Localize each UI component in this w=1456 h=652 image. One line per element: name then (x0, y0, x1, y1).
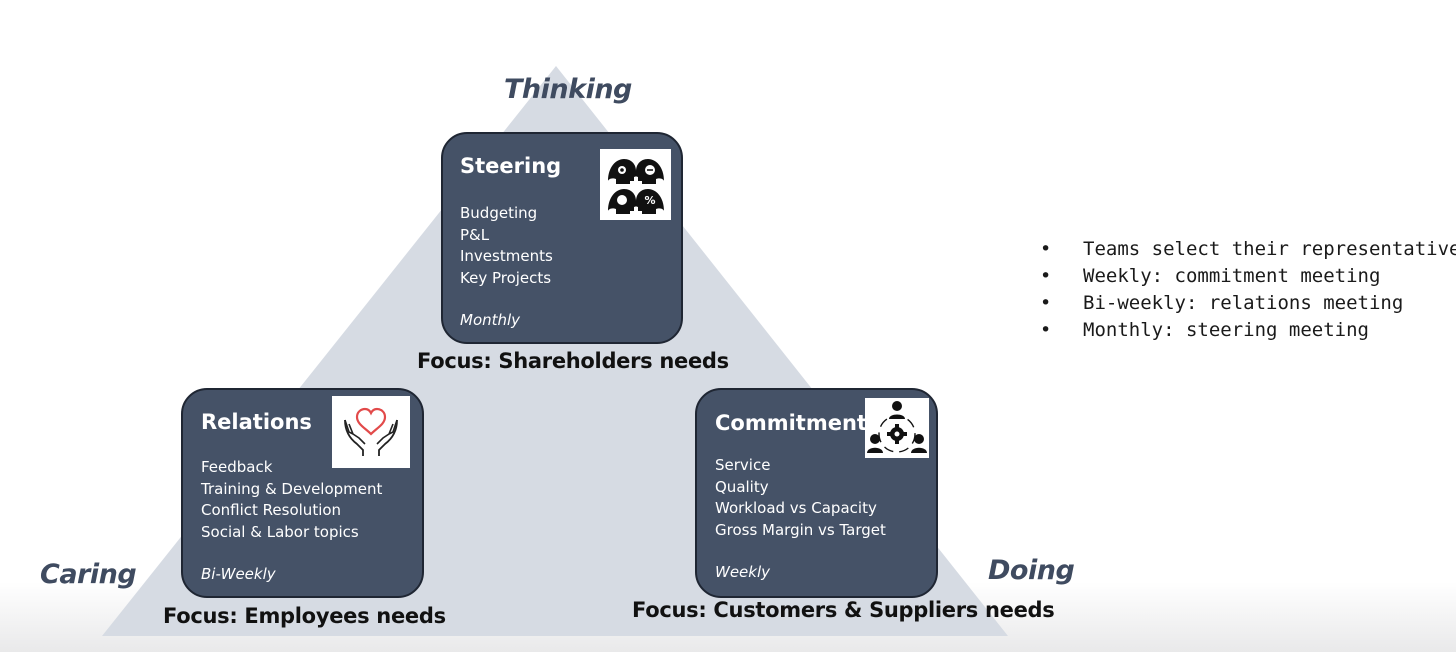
relations-focus: Focus: Employees needs (163, 604, 446, 628)
list-item: •Weekly: commitment meeting (1040, 265, 1381, 287)
bullet-text: Bi-weekly: relations meeting (1083, 292, 1404, 314)
relations-card: Relations Feedback Training & Developmen… (181, 388, 424, 598)
commitment-items: Service Quality Workload vs Capacity Gro… (715, 455, 886, 541)
list-item: Training & Development (201, 479, 383, 498)
bullet-text: Teams select their representatives (1083, 238, 1456, 260)
commitment-frequency: Weekly (715, 563, 771, 581)
relations-frequency: Bi-Weekly (201, 565, 276, 583)
heads-with-gears-icon: % (600, 149, 671, 220)
steering-focus: Focus: Shareholders needs (417, 349, 729, 373)
list-item: Key Projects (460, 268, 552, 287)
relations-title: Relations (201, 410, 312, 434)
bullet-text: Weekly: commitment meeting (1083, 265, 1381, 287)
list-item: •Teams select their representatives (1040, 236, 1456, 263)
bullet-text: Monthly: steering meeting (1083, 319, 1369, 341)
steering-frequency: Monthly (460, 311, 521, 329)
commitment-title: Commitment (715, 411, 867, 435)
meeting-bullet-list: •Teams select their representatives •Wee… (1040, 236, 1456, 344)
list-item: •Bi-weekly: relations meeting (1040, 292, 1404, 314)
corner-label-doing: Doing (988, 555, 1075, 586)
list-item: Social & Labor topics (201, 522, 359, 541)
hands-holding-heart-icon (332, 396, 410, 468)
list-item: Quality (715, 477, 769, 496)
steering-items: Budgeting P&L Investments Key Projects (460, 203, 553, 289)
list-item: Budgeting (460, 204, 538, 222)
team-with-gear-icon (865, 398, 929, 458)
list-item: P&L (460, 225, 490, 244)
corner-label-thinking: Thinking (504, 74, 632, 105)
commitment-card: Commitment Service Quality Workload vs C… (695, 388, 938, 598)
list-item: Feedback (201, 458, 273, 476)
steering-title: Steering (460, 154, 562, 178)
list-item: Investments (460, 247, 553, 265)
commitment-focus: Focus: Customers & Suppliers needs (632, 598, 1055, 622)
list-item: Conflict Resolution (201, 501, 342, 519)
steering-card: Steering Budgeting P&L Investments Key P… (441, 132, 683, 344)
list-item: Workload vs Capacity (715, 499, 877, 517)
list-item: Service (715, 456, 771, 474)
relations-items: Feedback Training & Development Conflict… (201, 457, 382, 543)
corner-label-caring: Caring (40, 559, 137, 590)
svg-text:%: % (644, 194, 655, 207)
list-item: Gross Margin vs Target (715, 520, 886, 539)
list-item: •Monthly: steering meeting (1040, 319, 1369, 341)
